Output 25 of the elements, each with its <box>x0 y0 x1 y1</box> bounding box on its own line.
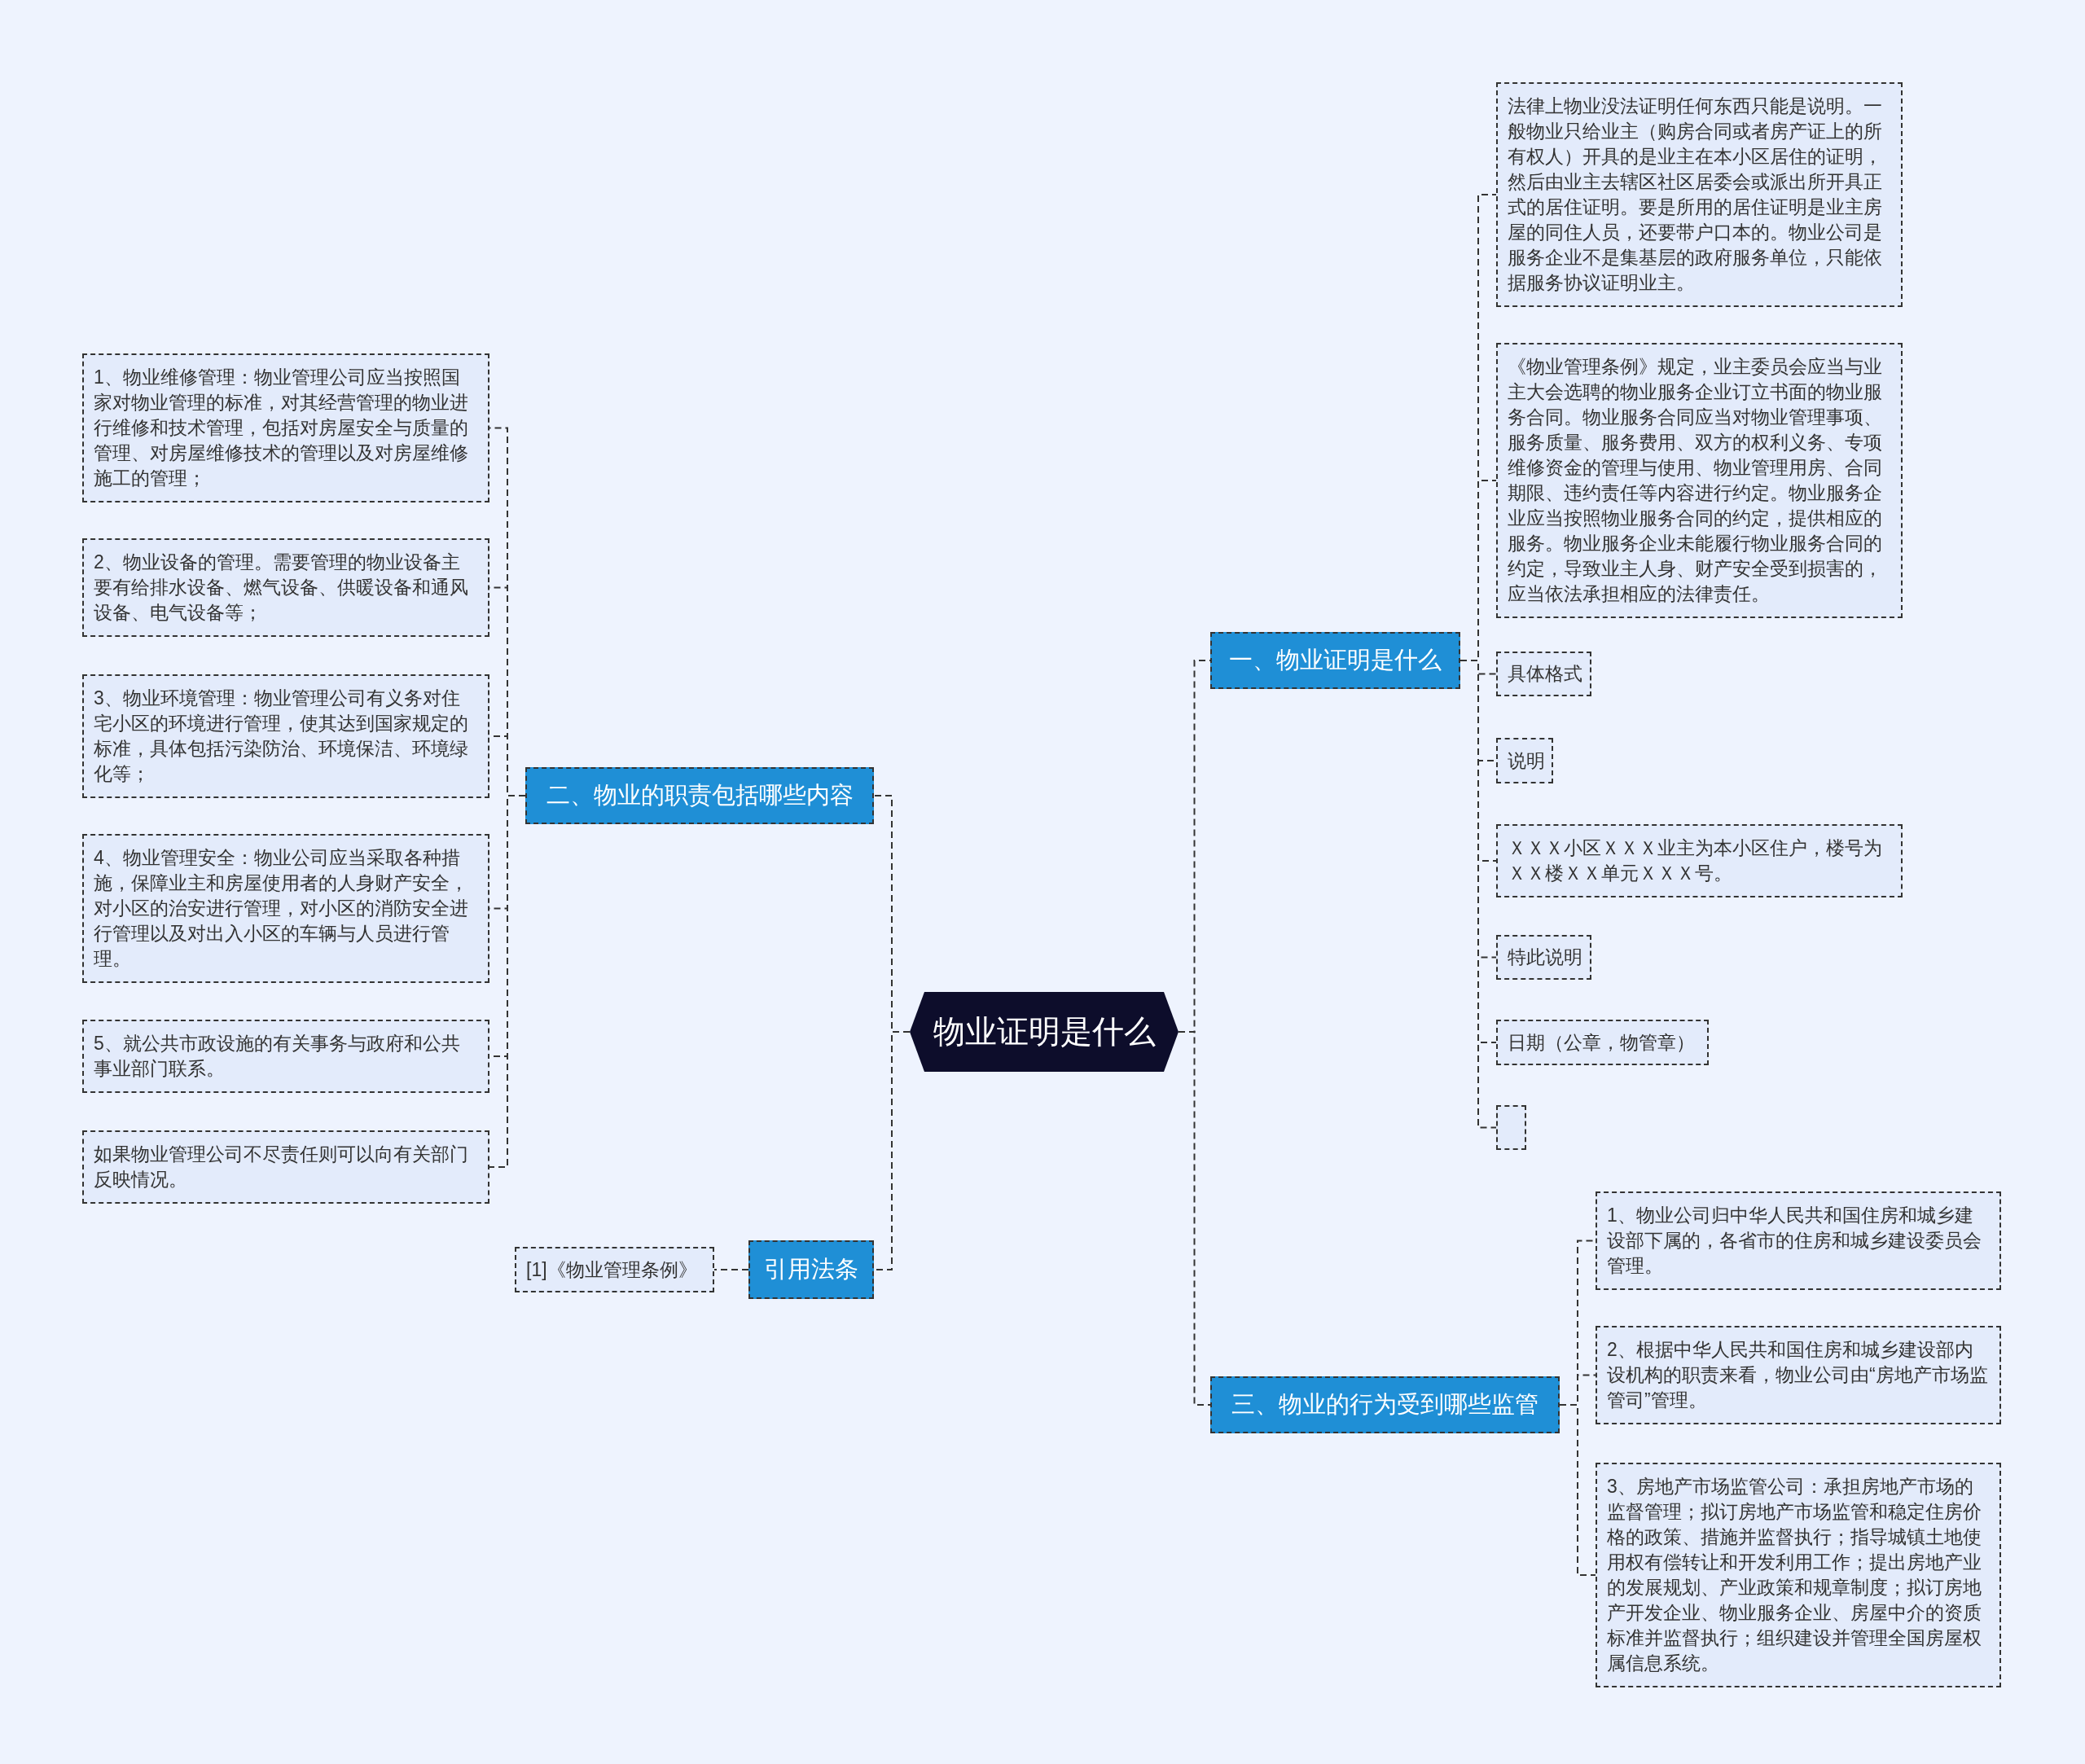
note-box: 法律上物业没法证明任何东西只能是说明。一般物业只给业主（购房合同或者房产证上的所有权人）开具的是业主在本小区居住的证明，然后由业主去辖区社区居委会或派出所开具正式的居住证明。要是所用的居住证明是业主房屋的同住人员，还要带户口本的。物业公司是服务企业不是集基层的政府服务单位，只能依据服务协议证明业主。 <box>1496 82 1903 307</box>
note-box: 具体格式 <box>1496 652 1591 696</box>
note-box: 1、物业公司归中华人民共和国住房和城乡建设部下属的，各省市的住房和城乡建设委员会管理。 <box>1596 1191 2001 1290</box>
note-box: 说明 <box>1496 738 1553 783</box>
note-box: 2、物业设备的管理。需要管理的物业设备主要有给排水设备、燃气设备、供暖设备和通风设备、电气设备等； <box>82 538 489 637</box>
topic-box: 引用法条 <box>748 1240 874 1299</box>
note-box: 2、根据中华人民共和国住房和城乡建设部内设机构的职责来看，物业公司由“房地产市场监管司”管理。 <box>1596 1326 2001 1424</box>
note-box: [1]《物业管理条例》 <box>515 1247 714 1292</box>
topic-box: 一、物业证明是什么 <box>1210 632 1460 689</box>
note-box: 如果物业管理公司不尽责任则可以向有关部门反映情况。 <box>82 1130 489 1204</box>
note-box: 5、就公共市政设施的有关事务与政府和公共事业部门联系。 <box>82 1020 489 1093</box>
note-box: 特此说明 <box>1496 935 1591 980</box>
note-box: ＸＸＸ小区ＸＸＸ业主为本小区住户，楼号为ＸＸ楼ＸＸ单元ＸＸＸ号。 <box>1496 824 1903 897</box>
note-box: 4、物业管理安全：物业公司应当采取各种措施，保障业主和房屋使用者的人身财产安全，对小区的治安进行管理，对小区的消防安全进行管理以及对出入小区的车辆与人员进行管理。 <box>82 834 489 983</box>
note-box: 《物业管理条例》规定，业主委员会应当与业主大会选聘的物业服务企业订立书面的物业服务合同。物业服务合同应当对物业管理事项、服务质量、服务费用、双方的权利义务、专项维修资金的管理与使用、物业管理用房、合同期限、违约责任等内容进行约定。物业服务企业应当按照物业服务合同的约定，提供相应的服务。物业服务企业未能履行物业服务合同的约定，导致业主人身、财产安全受到损害的，应当依法承担相应的法律责任。 <box>1496 343 1903 618</box>
connector <box>713 1269 749 1270</box>
note-box: 1、物业维修管理：物业管理公司应当按照国家对物业管理的标准，对其经营管理的物业进行维修和技术管理，包括对房屋安全与质量的管理、对房屋维修技术的管理以及对房屋维修施工的管理； <box>82 353 489 502</box>
note-box: 3、房地产市场监管公司：承担房地产市场的监督管理；拟订房地产市场监管和稳定住房价格的政策、措施并监督执行；指导城镇土地使用权有偿转让和开发利用工作；提出房地产业的发展规划、产业政策和规章制度；拟订房地产开发企业、物业服务企业、房屋中介的资质标准并监督执行；组织建设并管理全国房屋权属信息系统。 <box>1596 1463 2001 1687</box>
topic-box: 二、物业的职责包括哪些内容 <box>525 767 874 824</box>
topic-box: 三、物业的行为受到哪些监管 <box>1210 1376 1560 1433</box>
connector <box>1559 1404 1596 1576</box>
note-box: 日期（公章，物管章） <box>1496 1020 1709 1065</box>
central-topic: 物业证明是什么 <box>910 992 1179 1072</box>
note-box: 3、物业环境管理：物业管理公司有义务对住宅小区的环境进行管理，使其达到国家规定的标准，具体包括污染防治、环境保洁、环境绿化等； <box>82 674 489 798</box>
empty-box <box>1496 1105 1526 1150</box>
